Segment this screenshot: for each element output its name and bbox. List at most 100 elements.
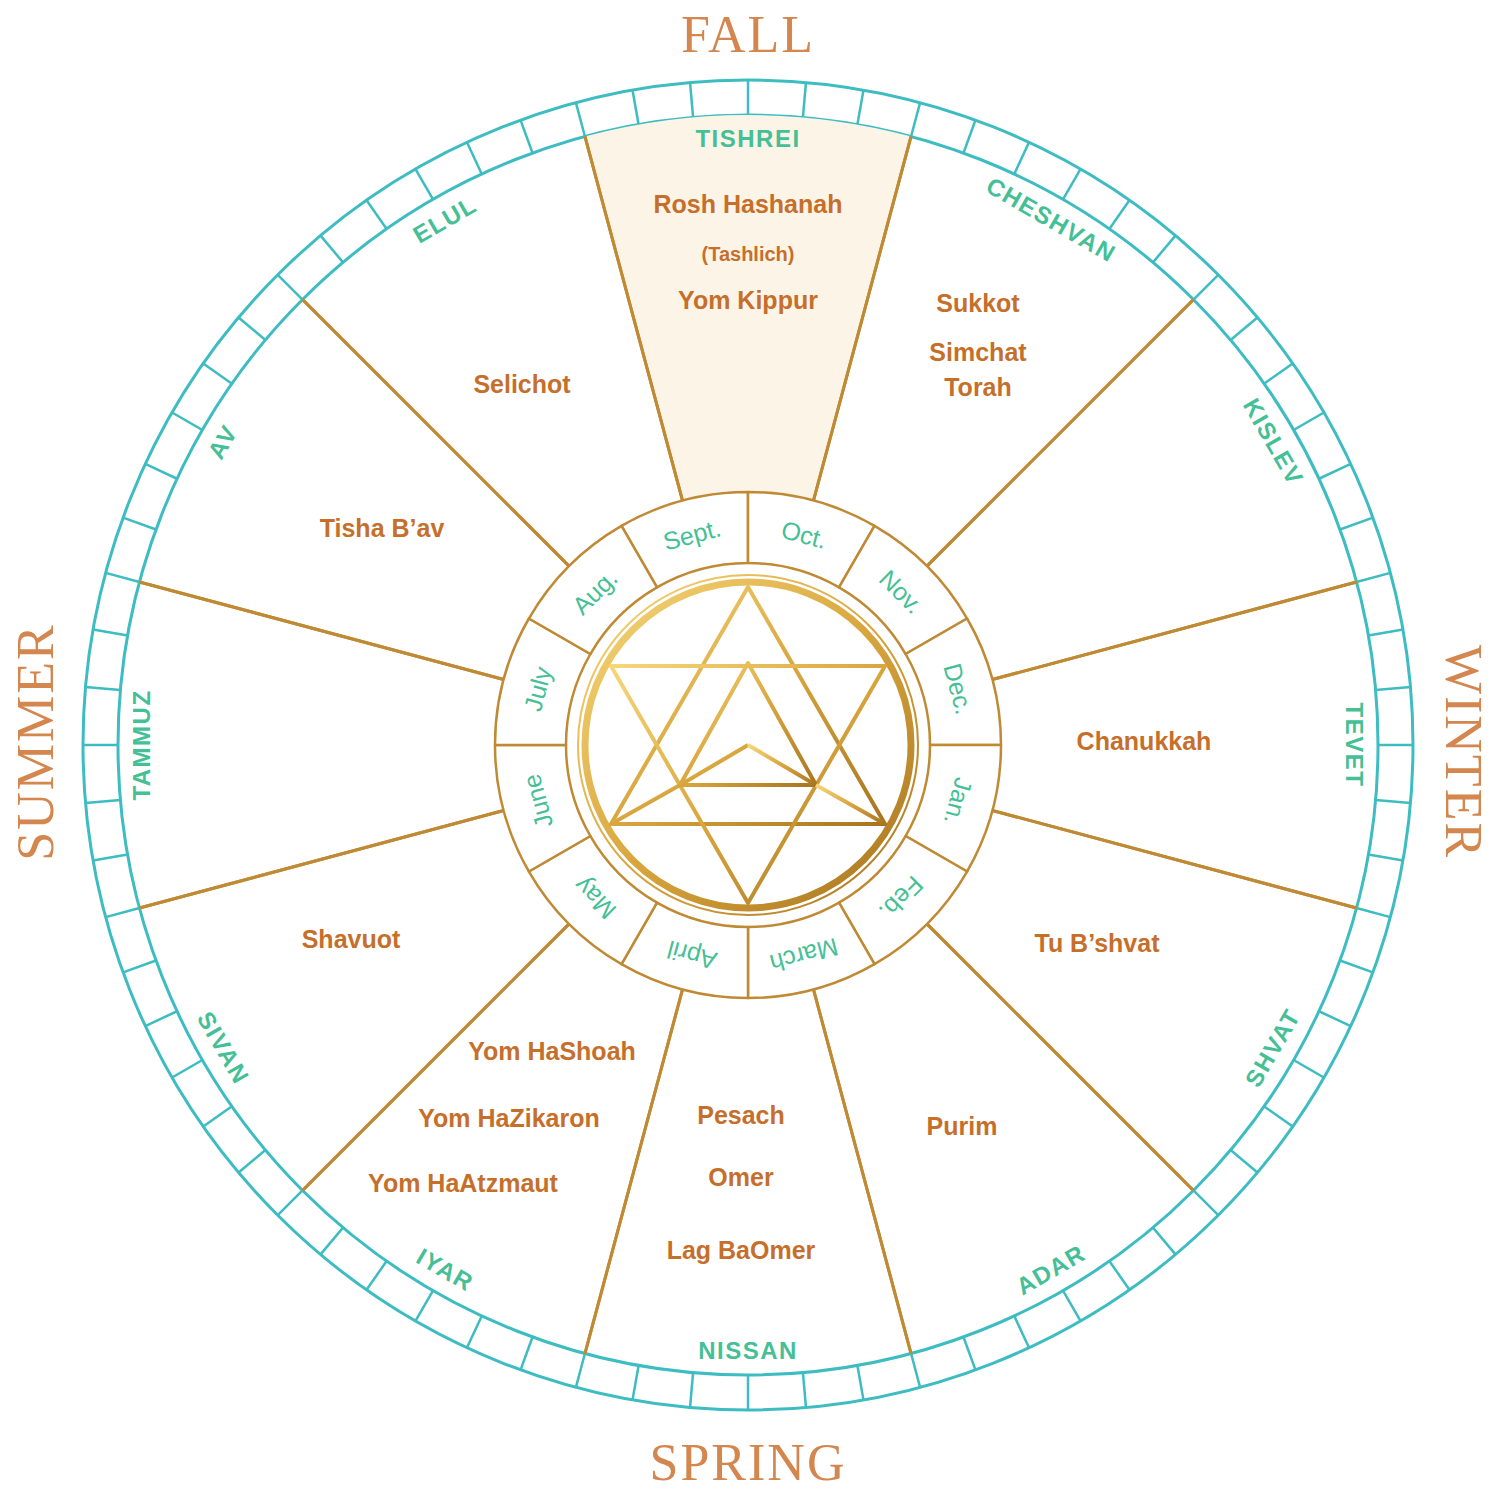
season-label: WINTER	[1437, 645, 1489, 859]
tick-mark	[576, 103, 585, 137]
tick-mark	[690, 83, 693, 118]
holiday-name: Lag BaOmer	[667, 1236, 816, 1265]
month-name: TAMMUZ	[128, 689, 156, 800]
holiday-name: (Tashlich)	[702, 243, 795, 266]
tick-mark	[803, 83, 806, 118]
tick-mark	[1014, 1316, 1029, 1348]
tick-mark	[857, 1365, 863, 1399]
tick-mark	[521, 120, 533, 153]
wedge-fill	[992, 582, 1378, 908]
tick-mark	[1340, 960, 1373, 972]
tick-mark	[145, 464, 177, 479]
tick-mark	[106, 573, 140, 582]
holiday-name: Shavuot	[302, 925, 401, 954]
tick-mark	[1193, 1190, 1218, 1215]
tick-mark	[747, 1375, 750, 1410]
wedge-divider	[927, 300, 1357, 680]
season-label: FALL	[681, 9, 815, 61]
month-name: TEVET	[1340, 703, 1368, 788]
star-inner-line	[746, 587, 750, 663]
wedge-fill	[139, 810, 569, 1190]
tick-mark	[1319, 464, 1351, 479]
star-inner-line	[746, 663, 750, 745]
tick-mark	[1264, 1106, 1293, 1126]
tick-mark	[1264, 364, 1293, 384]
tick-mark	[521, 1337, 533, 1370]
month-wedge: AVTisha B’av	[136, 296, 573, 683]
wedge-fill	[585, 115, 911, 501]
tick-mark	[803, 1373, 806, 1408]
outer-ring	[83, 80, 1413, 1410]
wedge-shape	[136, 807, 573, 1194]
tick-mark	[83, 744, 118, 747]
gregorian-segment: Aug.	[525, 522, 660, 657]
season-label: SPRING	[650, 1437, 847, 1489]
holiday-name: Yom Kippur	[678, 286, 818, 315]
month-name: SIVAN	[191, 1007, 255, 1089]
star-inner-triangle	[680, 663, 816, 785]
holiday-name: Simchat Torah	[903, 335, 1053, 405]
wedge-shape	[810, 920, 1197, 1357]
wedge-divider	[303, 924, 683, 1354]
tick-mark	[911, 1354, 920, 1388]
tick-mark	[416, 1291, 434, 1321]
tick-mark	[1368, 630, 1402, 636]
month-name: SHVAT	[1239, 1004, 1306, 1092]
tick-mark	[1357, 908, 1391, 917]
merkaba-star	[611, 587, 885, 903]
holiday-name: Tu B’shvat	[1034, 929, 1159, 958]
wedge-divider	[927, 810, 1357, 1190]
tick-mark	[1153, 1228, 1175, 1255]
tick-mark	[106, 908, 140, 917]
tick-mark	[123, 960, 156, 972]
month-wedge: ELULSelichot	[299, 133, 686, 570]
tick-mark	[172, 1060, 202, 1078]
month-name: CHESHVAN	[981, 172, 1120, 269]
holiday-name: Rosh Hashanah	[654, 190, 843, 219]
wedge-fill	[303, 136, 683, 566]
wedge-shape	[299, 920, 686, 1357]
wedge-divider	[303, 136, 683, 566]
tick-mark	[93, 630, 127, 636]
season-label: SUMMER	[10, 623, 62, 860]
tick-mark	[633, 1365, 639, 1399]
tick-marks	[83, 80, 1413, 1410]
holiday-name: Yom HaZikaron	[418, 1104, 600, 1133]
tick-mark	[1294, 1060, 1324, 1078]
tick-mark	[123, 518, 156, 530]
tick-mark	[1376, 800, 1411, 803]
tick-mark	[93, 854, 127, 860]
wedge-fill	[139, 300, 569, 680]
star-triangle-up	[611, 587, 885, 824]
tick-mark	[1231, 318, 1258, 340]
tick-mark	[1368, 854, 1402, 860]
month-name: IYAR	[412, 1242, 479, 1297]
tick-mark	[690, 1373, 693, 1408]
month-wedge: ADARPurim	[810, 920, 1197, 1357]
tick-mark	[203, 1106, 232, 1126]
tick-mark	[416, 169, 434, 199]
wedge-fill	[303, 924, 683, 1354]
month-name: AV	[202, 420, 244, 464]
tick-mark	[321, 1228, 343, 1255]
holiday-name: Pesach	[697, 1101, 785, 1130]
tick-mark	[467, 1316, 482, 1348]
tick-mark	[1063, 169, 1081, 199]
gregorian-segment: March	[745, 899, 878, 1001]
wedge-fill	[813, 136, 1193, 566]
gregorian-segment: June	[492, 742, 594, 875]
wedge-fill	[927, 810, 1357, 1190]
wedge-divider	[813, 924, 1193, 1354]
tick-mark	[1357, 573, 1391, 582]
tick-mark	[963, 120, 975, 153]
tick-mark	[367, 200, 387, 229]
tick-mark	[172, 413, 202, 431]
tick-mark	[1193, 275, 1218, 300]
tick-mark	[1340, 518, 1373, 530]
tick-mark	[1153, 236, 1175, 263]
tick-mark	[1063, 1291, 1081, 1321]
gold-ring-thin	[578, 575, 918, 915]
month-name: ELUL	[408, 191, 481, 250]
month-wedge: CHESHVANSukkotSimchat Torah	[810, 133, 1197, 570]
